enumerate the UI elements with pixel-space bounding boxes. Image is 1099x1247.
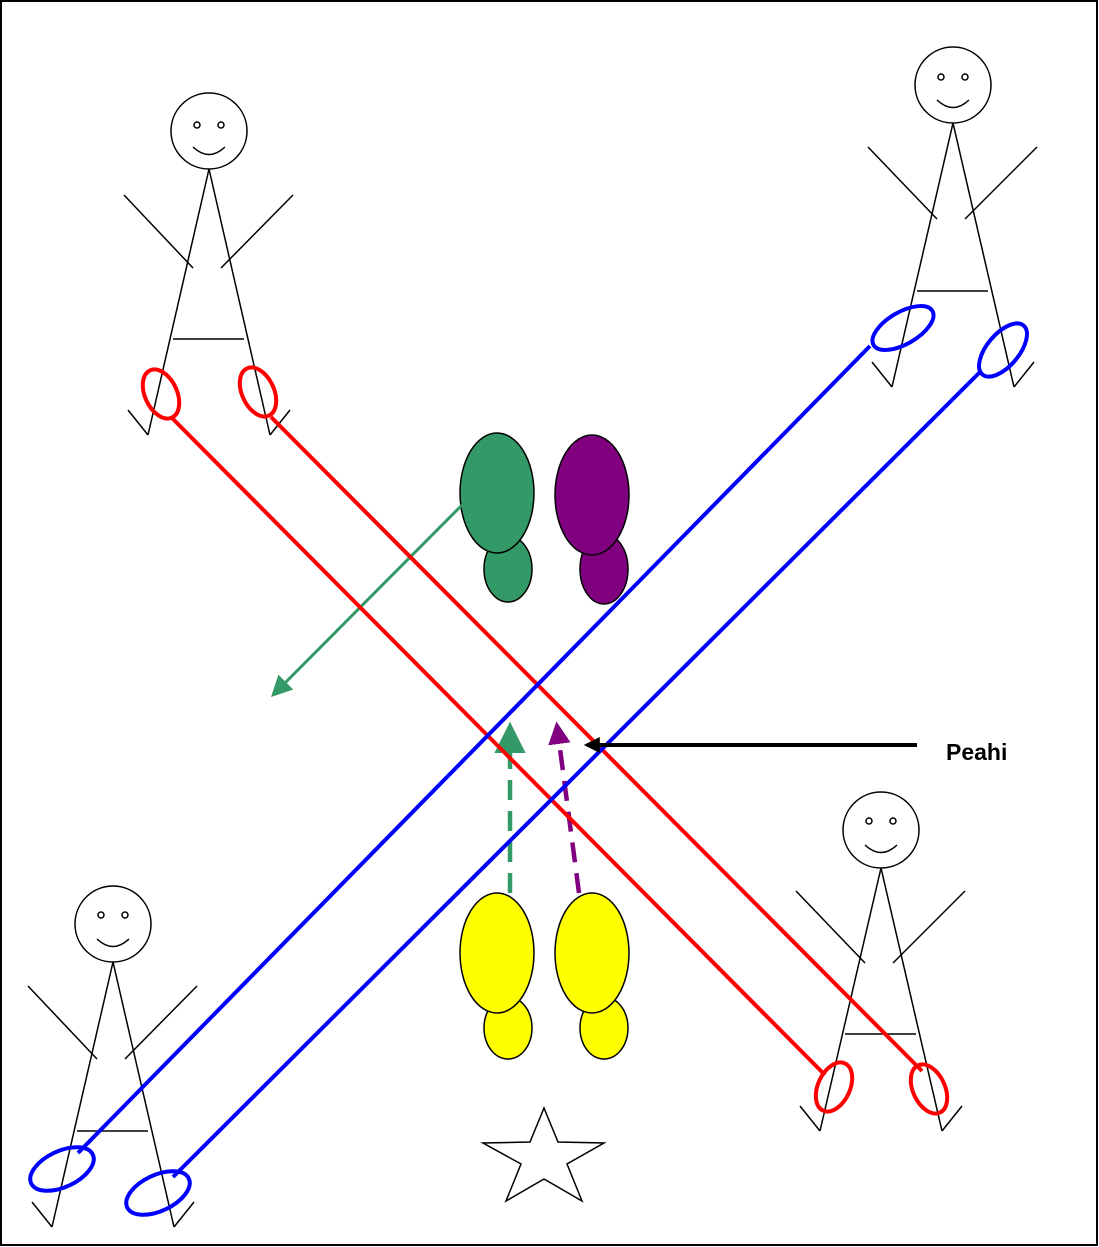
- blue-rope-handle: [977, 321, 1029, 379]
- foot-right: [941, 1105, 963, 1132]
- eye-icon: [193, 121, 201, 129]
- purple-entry-arrow: [548, 721, 582, 894]
- foot-left: [31, 1201, 53, 1228]
- left-arm: [867, 146, 938, 220]
- blue-rope-1: [76, 344, 872, 1155]
- eye-icon: [889, 817, 897, 825]
- head-icon: [170, 92, 248, 170]
- left-arm: [123, 194, 194, 269]
- left-leg: [147, 168, 210, 436]
- left-leg: [51, 961, 114, 1228]
- left-arm: [27, 985, 98, 1060]
- foot-left: [799, 1105, 821, 1132]
- red-rope-handle: [237, 365, 279, 419]
- stick-figure-bottom-left: [27, 885, 198, 1228]
- smile-icon: [96, 938, 130, 948]
- eye-icon: [97, 911, 105, 919]
- star-icon: [480, 1106, 607, 1203]
- red-ropes: [140, 365, 950, 1116]
- yellow-jumper-front: [459, 892, 535, 1014]
- red-rope-1: [170, 416, 827, 1077]
- left-arm: [795, 890, 866, 964]
- peahi-label: Peahi: [946, 739, 1007, 765]
- right-arm: [220, 194, 294, 269]
- blue-ropes: [28, 304, 1029, 1217]
- yellow-jumper-right: [554, 892, 630, 1060]
- green-jumper-front: [459, 432, 535, 554]
- stick-figure-top-right: [867, 46, 1038, 388]
- green-jumper: [459, 432, 535, 603]
- eye-icon: [961, 73, 969, 81]
- right-arm: [892, 890, 966, 964]
- foot-right: [173, 1201, 195, 1228]
- yellow-jumper-front: [554, 892, 630, 1014]
- yellow-jumper-left: [459, 892, 535, 1060]
- head-icon: [914, 46, 992, 124]
- eye-icon: [217, 121, 225, 129]
- foot-left: [127, 409, 149, 436]
- eye-icon: [121, 911, 129, 919]
- blue-rope-handle: [870, 304, 936, 352]
- purple-jumper-front: [554, 434, 630, 556]
- smile-icon: [936, 99, 970, 109]
- red-rope-handle: [813, 1060, 855, 1114]
- blue-rope-2: [171, 370, 982, 1179]
- foot-right: [269, 409, 291, 436]
- red-rope-handle: [908, 1062, 950, 1116]
- right-leg: [880, 867, 943, 1132]
- stick-figure-bottom-right: [795, 791, 966, 1132]
- right-arm: [964, 146, 1038, 220]
- green-exit-arrow: [271, 503, 464, 697]
- purple-jumper: [554, 434, 630, 605]
- foot-left: [871, 361, 893, 388]
- foot-right: [1013, 361, 1035, 388]
- right-arm: [124, 985, 198, 1060]
- red-rope-handle: [140, 367, 182, 421]
- blue-rope-handle: [124, 1169, 192, 1217]
- head-icon: [74, 885, 152, 963]
- blue-rope-handle: [28, 1145, 96, 1193]
- head-icon: [842, 791, 920, 869]
- right-leg: [208, 168, 271, 436]
- stick-figure-top-left: [123, 92, 294, 436]
- eye-icon: [865, 817, 873, 825]
- right-leg: [952, 122, 1015, 388]
- smile-icon: [192, 146, 226, 156]
- left-leg: [891, 122, 954, 388]
- right-leg: [112, 961, 175, 1228]
- smile-icon: [864, 844, 898, 854]
- eye-icon: [937, 73, 945, 81]
